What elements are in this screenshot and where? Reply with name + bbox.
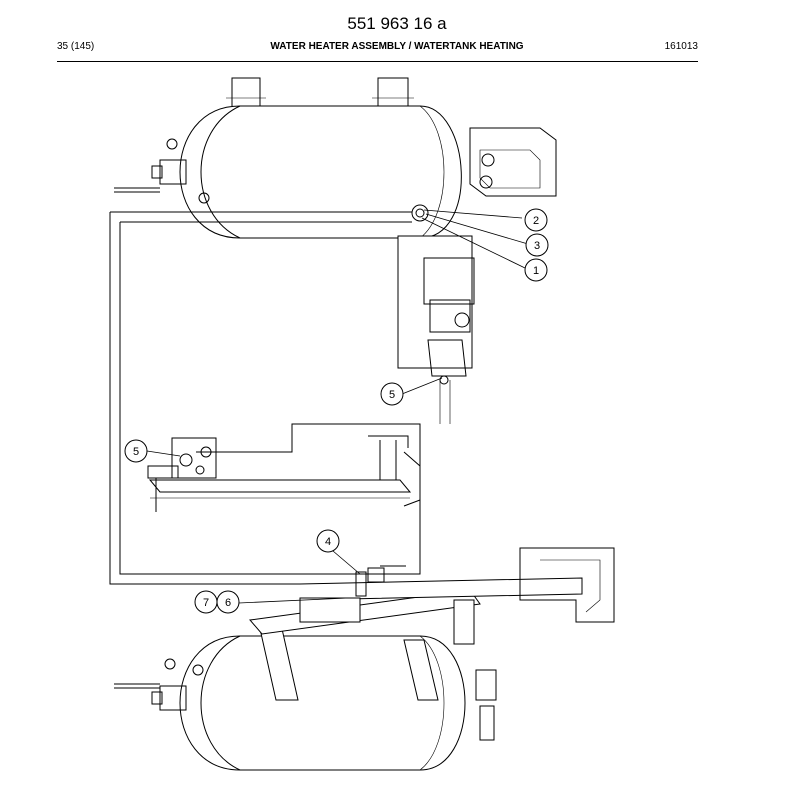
callout-4: 4 (316, 529, 340, 553)
document-title: 551 963 16 a (347, 14, 447, 33)
callout-7: 7 (194, 590, 218, 614)
mounting-frame (249, 547, 615, 645)
callout-1: 1 (524, 258, 548, 282)
callout-7-label: 7 (203, 597, 209, 609)
callout-6-label: 6 (225, 597, 231, 609)
header-rule (57, 61, 698, 62)
document-code: 161013 (664, 41, 698, 52)
lower-water-tank (114, 619, 497, 771)
callout-5-upper: 5 (380, 382, 404, 406)
callouts: 2 3 1 5 5 4 7 6 (124, 208, 549, 614)
callout-4-label: 4 (325, 536, 331, 548)
pipe-inner (119, 221, 412, 575)
callout-1-label: 1 (533, 265, 539, 277)
callout-3-label: 3 (534, 240, 540, 252)
callout-5-upper-label: 5 (389, 389, 395, 401)
callout-2-label: 2 (533, 215, 539, 227)
callout-5-middle: 5 (124, 439, 148, 463)
callout-5-middle-label: 5 (133, 446, 139, 458)
callout-3: 3 (525, 233, 549, 257)
heater-unit (397, 235, 475, 385)
callout-2: 2 (524, 208, 548, 232)
leader-lines (146, 209, 529, 604)
section-title: WATER HEATER ASSEMBLY / WATERTANK HEATIN… (270, 41, 524, 52)
page-label: 35 (145) (57, 41, 95, 52)
pipe-return (196, 423, 421, 575)
callout-6: 6 (216, 590, 240, 614)
pipe-manifold (147, 435, 421, 512)
pipe-outer (109, 211, 412, 585)
upper-water-tank (114, 77, 557, 239)
